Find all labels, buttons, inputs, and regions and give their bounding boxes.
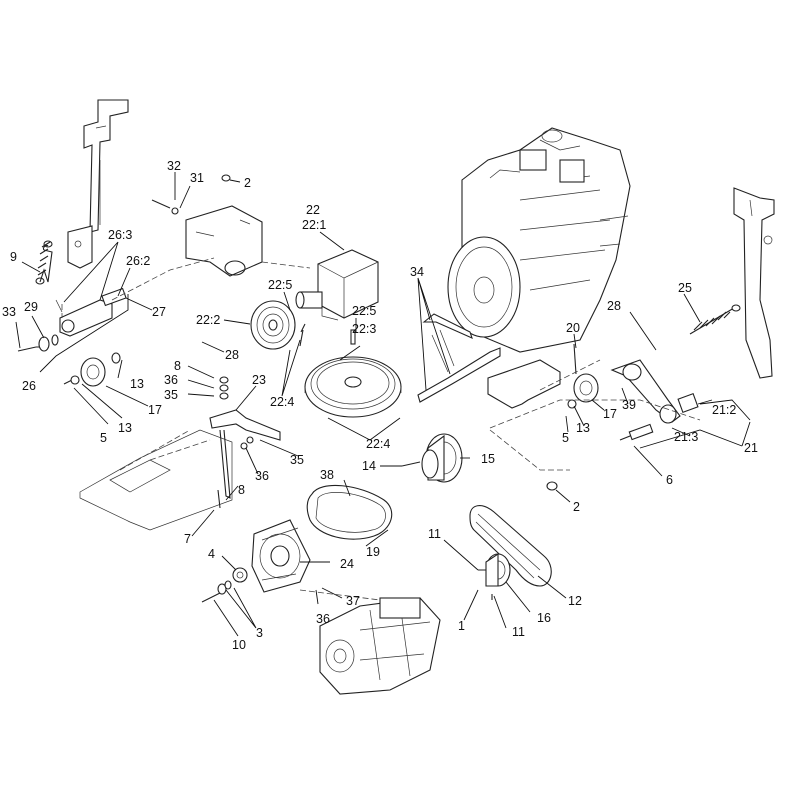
idler-arm-39: [610, 359, 699, 441]
clutch-24: [232, 519, 311, 593]
callout-11-top: 11: [428, 527, 441, 541]
engine: [447, 127, 631, 353]
leader-lines: [15, 172, 751, 637]
callout-31: 31: [190, 171, 204, 185]
callout-22-2: 22:2: [196, 313, 220, 327]
callout-26-2: 26:2: [126, 254, 150, 268]
callout-22-1: 22:1: [302, 218, 326, 232]
callout-38: 38: [320, 468, 334, 482]
callout-36-bottom: 36: [316, 612, 330, 626]
callout-12: 12: [568, 594, 582, 608]
callout-33: 33: [2, 305, 16, 319]
callout-5-right: 5: [562, 431, 569, 445]
callout-labels: 32 31 2 22 22:1 9 26:3 26:2 27 33 29 26 …: [2, 159, 758, 652]
right-support-arm: [733, 187, 775, 379]
pulley-15: [401, 433, 463, 483]
idler-pulley-17-right: [567, 373, 599, 409]
bolt-washers-3-10: [201, 580, 232, 603]
pulley-22-3: [304, 329, 402, 418]
callout-3: 3: [256, 626, 263, 640]
callout-1: 1: [458, 619, 465, 633]
callout-28-right: 28: [607, 299, 621, 313]
callout-19: 19: [366, 545, 380, 559]
callout-13-b: 13: [118, 421, 132, 435]
callout-13-right: 13: [576, 421, 590, 435]
callout-35-top: 35: [164, 388, 178, 402]
gearbox-bracket: [111, 174, 311, 301]
belt-guard-34: [417, 313, 501, 403]
callout-8-top: 8: [174, 359, 181, 373]
callout-23: 23: [252, 373, 266, 387]
callout-22-4-upper: 22:4: [270, 395, 294, 409]
callout-6: 6: [666, 473, 673, 487]
callout-2-top: 2: [244, 176, 251, 190]
callout-35-lower: 35: [290, 453, 304, 467]
spring-9: [35, 240, 53, 285]
callout-24: 24: [340, 557, 354, 571]
callout-8-lower: 8: [238, 483, 245, 497]
callout-32: 32: [167, 159, 181, 173]
callout-17-right: 17: [603, 407, 617, 421]
callout-2-lower: 2: [573, 500, 580, 514]
gearbox-22: [295, 249, 379, 321]
callout-34: 34: [410, 265, 424, 279]
callout-26-3: 26:3: [108, 228, 132, 242]
idler-pulley-17-left: [63, 352, 121, 387]
belt-38: [306, 484, 393, 540]
callout-27: 27: [152, 305, 166, 319]
callout-4: 4: [208, 547, 215, 561]
callout-21-2: 21:2: [712, 403, 736, 417]
callout-22-5-left: 22:5: [268, 278, 292, 292]
callout-10: 10: [232, 638, 246, 652]
callout-22-3: 22:3: [352, 322, 376, 336]
mounting-plate-right: [487, 343, 701, 491]
hydro-pump-assembly: [299, 589, 441, 695]
callout-22-4-lower: 22:4: [366, 437, 390, 451]
mounting-plate-lower-left: [79, 429, 233, 531]
callout-26: 26: [22, 379, 36, 393]
callout-37: 37: [346, 594, 360, 608]
callout-5-left: 5: [100, 431, 107, 445]
callout-14: 14: [362, 459, 376, 473]
callout-9: 9: [10, 250, 17, 264]
callout-17-left: 17: [148, 403, 162, 417]
callout-22: 22: [306, 203, 320, 217]
pulley-22-2: [250, 300, 306, 350]
callout-28-left: 28: [225, 348, 239, 362]
callout-25: 25: [678, 281, 692, 295]
callout-36-lower: 36: [255, 469, 269, 483]
callout-21: 21: [744, 441, 758, 455]
spring-25: [689, 304, 741, 335]
callout-36-top: 36: [164, 373, 178, 387]
callout-15: 15: [481, 452, 495, 466]
left-support-arm: [67, 99, 129, 269]
callout-39: 39: [622, 398, 636, 412]
toothed-pulley-16: [478, 552, 511, 600]
idler-arm-26: [17, 287, 127, 352]
callout-20: 20: [566, 321, 580, 335]
callout-22-5-right: 22:5: [352, 304, 376, 318]
callout-16: 16: [537, 611, 551, 625]
toothed-belt-12: [469, 505, 552, 587]
callout-7: 7: [184, 532, 191, 546]
callout-11-bottom: 11: [512, 625, 525, 639]
callout-29: 29: [24, 300, 38, 314]
callout-13-a: 13: [130, 377, 144, 391]
callout-21-3: 21:3: [674, 430, 698, 444]
